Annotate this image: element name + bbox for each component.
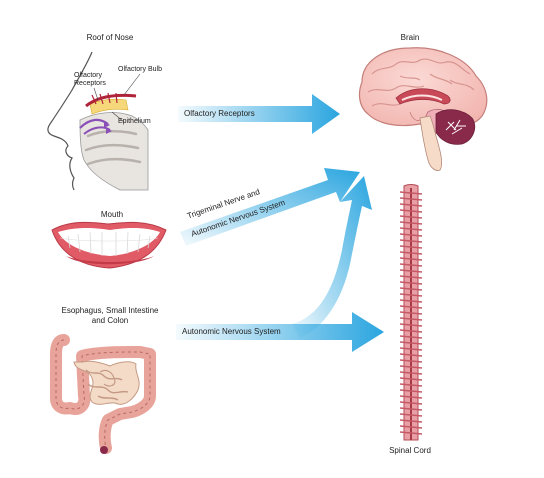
spine-segment [399,221,423,225]
spine-segment [399,341,423,345]
digestive-tract-illustration [50,334,156,454]
olfactory-receptors-label-line2: Receptors [74,80,106,87]
spine-segment [399,209,423,213]
spine-segment [399,419,423,423]
spine-segment [399,317,423,321]
spine-segment [399,245,423,249]
spine-segment [399,431,423,435]
spine-segment [399,197,423,201]
autonomic-arrow-label: Autonomic Nervous System [182,327,281,336]
spine-segment [399,365,423,369]
spine-segment [399,263,423,267]
spine-segment [399,287,423,291]
spine-segment [399,383,423,387]
spine-segment [399,395,423,399]
spine-segment [399,353,423,357]
spine-segment [399,281,423,285]
spine-segment [399,413,423,417]
spinal-cord-illustration [399,184,423,441]
spine-segment [399,407,423,411]
digestive-label-line1: Esophagus, Small Intestine [61,306,159,315]
spine-segment [399,401,423,405]
spinal-cord-label: Spinal Cord [389,446,431,455]
digestive-label-line2: and Colon [91,316,129,325]
spine-segment [399,227,423,231]
brain-label: Brain [400,33,420,42]
olfactory-arrow [178,94,340,134]
spine-segment [399,305,423,309]
spine-segment [399,233,423,237]
spine-segment [399,425,423,429]
spine-segment [399,251,423,255]
nose-illustration [47,51,149,191]
spine-segment [399,335,423,339]
spine-segment [399,275,423,279]
mouth-label: Mouth [100,210,124,219]
spine-segment [399,359,423,363]
olfactory-bulb-label: Olfactory Bulb [118,66,162,73]
spine-segment [399,203,423,207]
spine-segment [399,323,423,327]
spine-segment [399,329,423,333]
mouth-illustration [51,221,167,269]
spine-segment [399,371,423,375]
brain-illustration [358,47,488,171]
olfactory-receptors-label-line1: Olfactory [74,72,103,79]
spine-segment [399,377,423,381]
spine-segment [399,215,423,219]
roof-of-nose-label: Roof of Nose [86,33,134,42]
spine-segment [399,257,423,261]
spine-segment [399,239,423,243]
epithelium-label: Epithelium [118,118,151,125]
spine-segment [399,311,423,315]
spine-segment [399,389,423,393]
spine-segment [399,347,423,351]
autonomic-arrow [176,176,384,352]
spine-segment [399,269,423,273]
spine-segment [399,293,423,297]
olfactory-arrow-label: Olfactory Receptors [184,109,255,118]
spine-segment [399,191,423,195]
spine-segment [399,299,423,303]
trigeminal-arrow [180,168,360,246]
